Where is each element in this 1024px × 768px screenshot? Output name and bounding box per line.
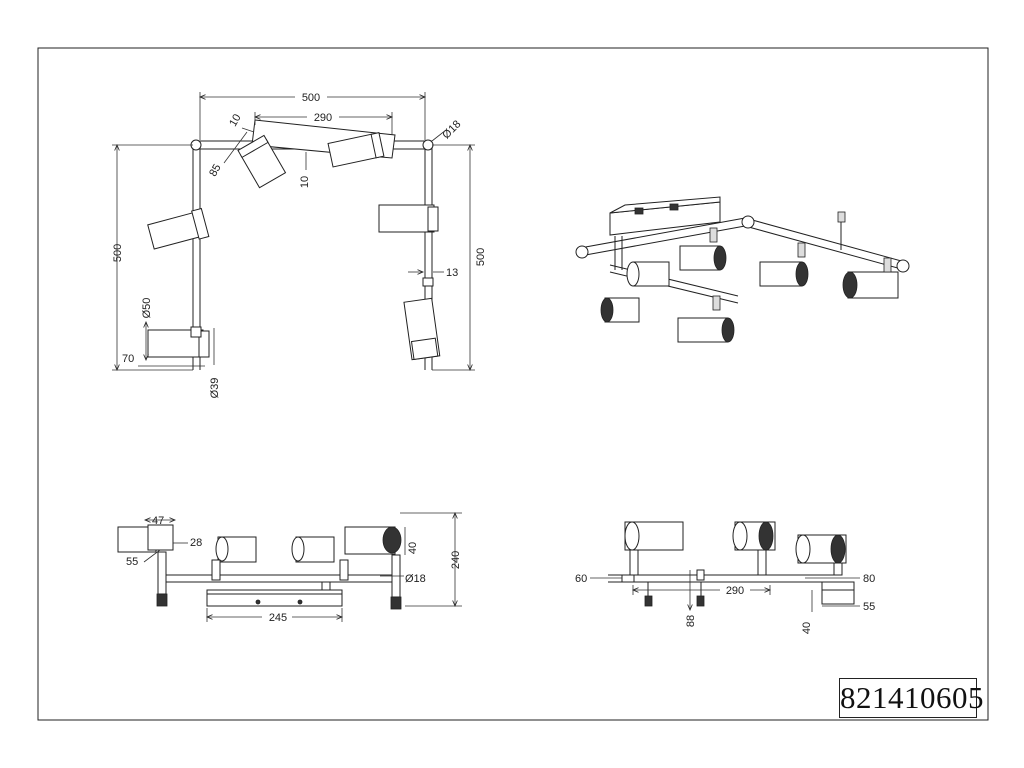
dim-shade-angle: 85 xyxy=(207,162,224,179)
dim-side-canopy-height: 55 xyxy=(863,601,875,613)
dim-arm-diameter: Ø18 xyxy=(440,118,463,141)
perspective-view xyxy=(575,196,910,343)
dim-front-canopy-length: 245 xyxy=(269,612,287,624)
dim-front-arm-diameter: Ø18 xyxy=(405,573,426,585)
dim-front-shade-length: 47 xyxy=(152,515,164,527)
front-canopy xyxy=(206,589,343,607)
dim-right-depth: 500 xyxy=(475,248,487,266)
dim-front-joint-offset: 28 xyxy=(190,537,202,549)
article-number: 821410605 xyxy=(840,680,984,715)
dim-joint-size: 13 xyxy=(446,267,458,279)
article-number-box: 821410605 xyxy=(839,678,984,718)
dim-side-drop-height: 88 xyxy=(685,615,697,627)
side-arm xyxy=(608,574,840,583)
drawing-frame xyxy=(37,47,989,721)
dim-side-canopy-length: 290 xyxy=(726,585,744,597)
persp-spot-3 xyxy=(759,261,803,287)
dim-side-canopy-thickness: 40 xyxy=(801,622,813,634)
persp-spot-6 xyxy=(677,317,729,343)
dim-canopy-width: 290 xyxy=(314,112,332,124)
spot-right-lower xyxy=(403,297,441,361)
spot-left-lower xyxy=(147,326,210,358)
spot-top-right xyxy=(327,132,385,168)
dim-side-canopy-depth: 80 xyxy=(863,573,875,585)
dim-top-width: 500 xyxy=(302,92,320,104)
side-view: 60 290 80 55 88 40 xyxy=(575,521,875,634)
dim-front-total-height: 240 xyxy=(450,551,462,569)
spot-left-upper xyxy=(147,207,210,250)
dim-spot-diameter: Ø39 xyxy=(209,378,221,399)
spot-top-left xyxy=(237,134,287,189)
persp-spot-2 xyxy=(679,245,721,271)
top-view: 500 290 500 500 10 85 10 Ø18 13 Ø50 70 Ø… xyxy=(112,90,487,398)
front-arm xyxy=(160,574,400,583)
dim-canopy-gap: 10 xyxy=(299,176,311,188)
dim-side-arm-offset: 60 xyxy=(575,573,587,585)
dim-canopy-offset: 10 xyxy=(227,112,244,129)
dim-shade-length: 70 xyxy=(122,353,134,365)
dim-left-depth: 500 xyxy=(112,244,124,262)
corner-joint-right xyxy=(422,139,434,151)
front-view: 47 28 55 40 Ø18 245 240 xyxy=(117,513,462,624)
dim-front-shade-height: 40 xyxy=(407,542,419,554)
spot-right-upper xyxy=(378,204,439,233)
dim-shade-diameter: Ø50 xyxy=(141,298,153,319)
side-canopy xyxy=(821,581,855,605)
dim-front-joint-height: 55 xyxy=(126,556,138,568)
